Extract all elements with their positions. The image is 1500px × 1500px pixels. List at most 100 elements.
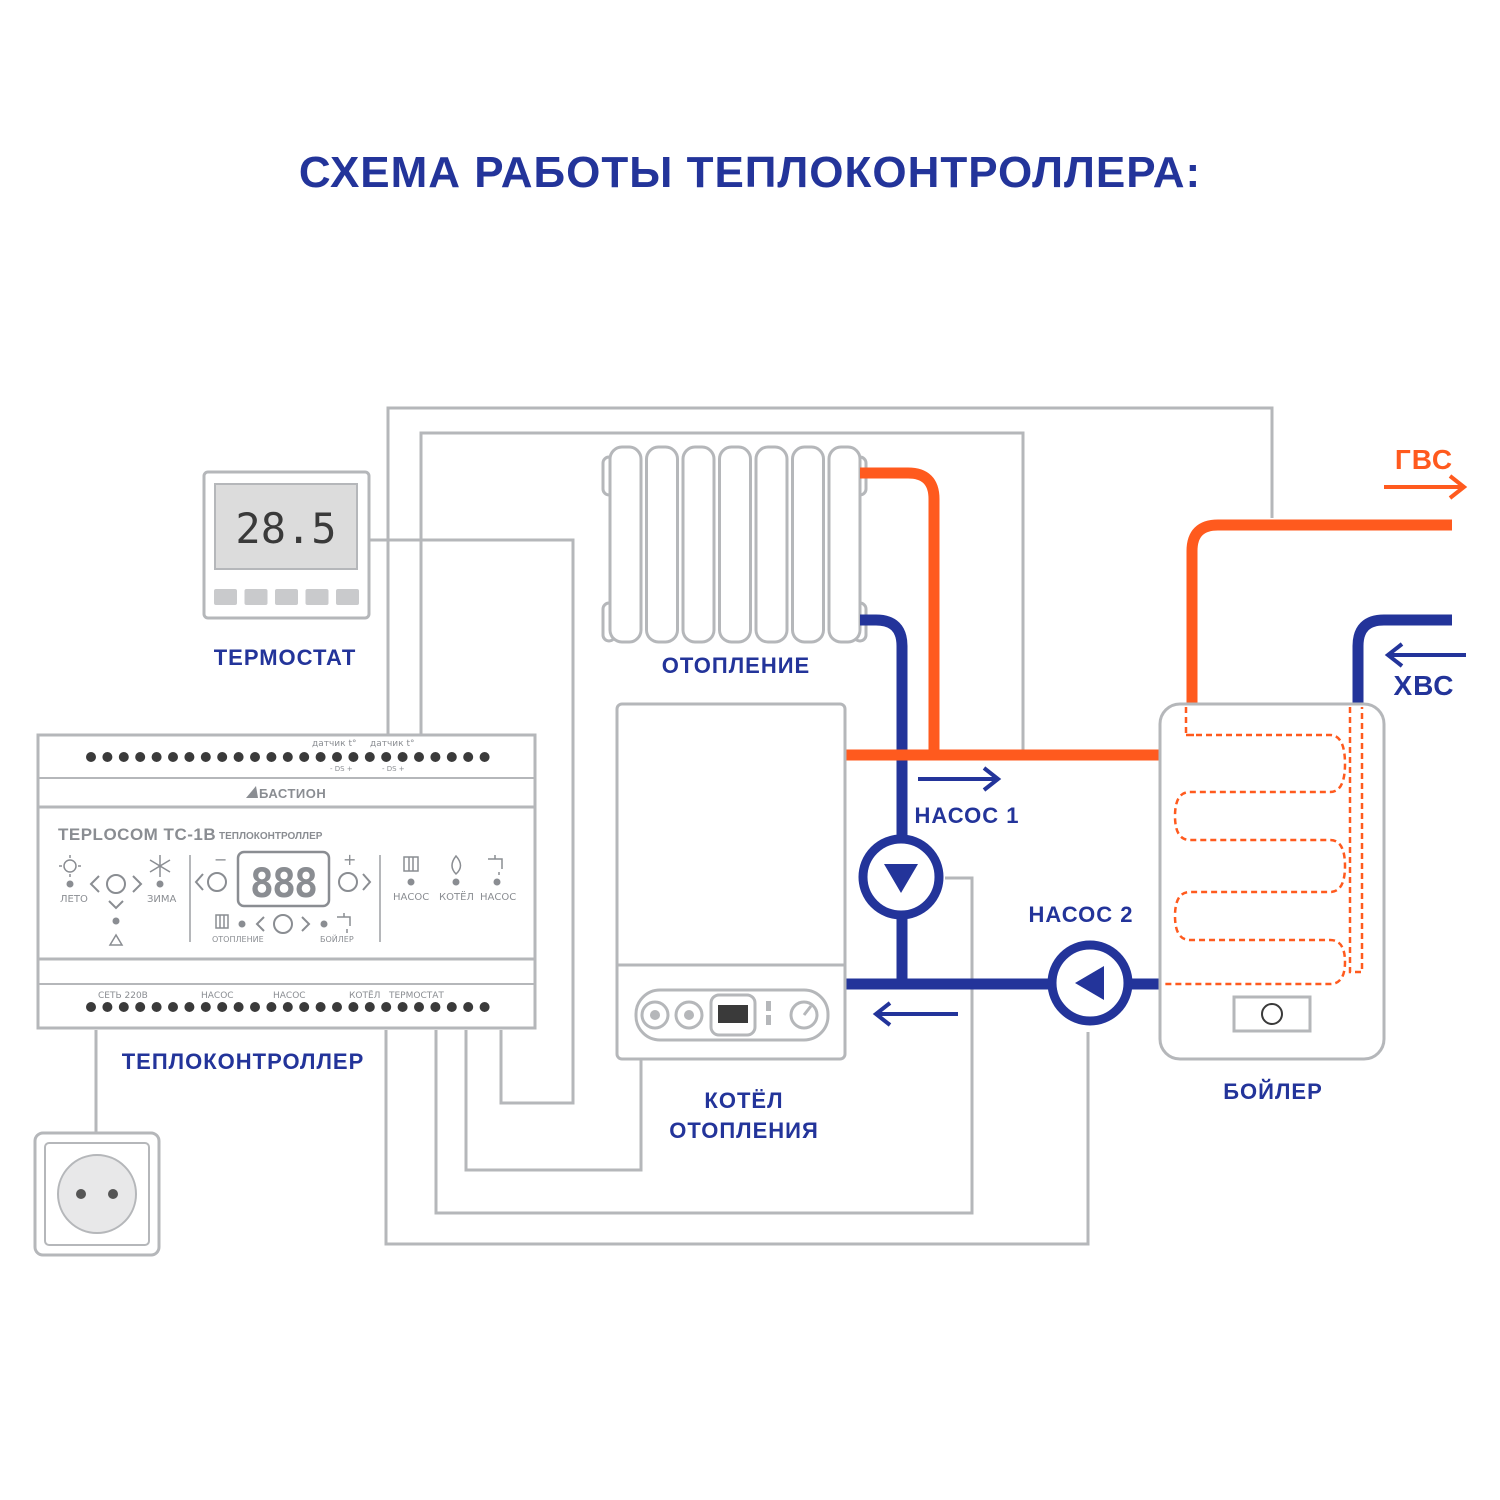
bottom-label-pump-1: НАСОС (201, 991, 234, 1001)
ds2-label: - DS + (382, 765, 405, 773)
plus-chevron-icon[interactable] (362, 873, 372, 891)
thermostat-button[interactable] (275, 589, 298, 605)
snowflake-icon (149, 855, 171, 877)
terminal-screw (414, 752, 424, 762)
terminal-screw (332, 752, 342, 762)
control-wires (94, 406, 1274, 1246)
warning-icon (108, 933, 124, 946)
controller-label: ТЕПЛОКОНТРОЛЛЕР (122, 1049, 365, 1074)
ds1-label: - DS + (330, 765, 353, 773)
minus-button[interactable] (207, 872, 227, 892)
terminal-screw (151, 1002, 162, 1012)
terminal-screw (463, 752, 474, 762)
center-right-chevron-icon[interactable] (301, 916, 311, 932)
terminal-screw (102, 1002, 113, 1012)
flame-icon (451, 854, 462, 876)
radiator-section (718, 445, 752, 644)
indicator-boiler: КОТЁЛ (439, 890, 474, 903)
heating-coil (1165, 707, 1347, 986)
radiator-section (754, 445, 789, 644)
terminal-screw (250, 752, 260, 762)
pump-2 (1047, 940, 1133, 1026)
pump-1 (858, 834, 944, 920)
mode-right-chevron-icon[interactable] (132, 875, 143, 893)
terminal-screw (364, 1002, 375, 1012)
mode-winter: ЗИМА (147, 894, 177, 905)
minus-label: − (214, 850, 227, 869)
center-left-chevron-icon[interactable] (255, 916, 265, 932)
controller-display (236, 850, 331, 908)
terminal-screw (397, 1002, 408, 1012)
flow-arrows (872, 474, 1468, 1027)
terminal-screw (102, 752, 113, 762)
hot-pipe-gvs (1186, 519, 1452, 707)
terminal-screw (233, 1002, 244, 1012)
terminal-screw (446, 752, 457, 762)
sensor2-label: датчик t° (370, 739, 414, 749)
water-heater-label: БОЙЛЕР (1223, 1079, 1323, 1104)
radiator-section (608, 445, 643, 644)
mode-left-chevron-icon[interactable] (89, 875, 100, 893)
indicator-pump-2: НАСОС (480, 892, 516, 903)
thermostat-button[interactable] (305, 589, 329, 605)
pipes (845, 467, 1452, 990)
thermostat-button[interactable] (214, 589, 237, 605)
heating-mode-label: ОТОПЛЕНИЕ (212, 935, 264, 944)
hot-pipe-radiator-supply (860, 467, 940, 755)
plus-button[interactable] (338, 872, 358, 892)
socket-icon (57, 1154, 137, 1234)
thermostat: 28.5 (202, 470, 371, 620)
mode-down-chevron-icon[interactable] (108, 900, 124, 910)
sun-icon (59, 855, 81, 877)
terminal-screw (348, 1002, 359, 1012)
mode-select-button[interactable] (106, 874, 126, 894)
terminal-screw (479, 1002, 490, 1012)
terminal-screw (446, 1002, 457, 1012)
terminals-bottom (86, 1002, 490, 1012)
brand-logo-icon (246, 786, 258, 798)
radiator-icon (403, 856, 419, 872)
arrow-return-left-icon (872, 1001, 958, 1027)
terminal-screw (135, 752, 146, 762)
radiator-section (791, 445, 825, 644)
radiator (601, 445, 868, 644)
arrow-supply-right-icon (918, 766, 1002, 792)
terminal-screw (200, 1002, 211, 1012)
wire-pump1 (434, 876, 974, 1215)
thermostat-label: ТЕРМОСТАТ (214, 645, 357, 670)
pump1-label: НАСОС 1 (915, 803, 1020, 828)
brand-name: БАСТИОН (259, 786, 326, 801)
mode-summer: ЛЕТО (60, 894, 88, 905)
thermostat-display: 28.5 (235, 504, 336, 553)
radiator-icon (215, 914, 229, 929)
terminal-screw (364, 752, 375, 762)
water-heater (1158, 702, 1386, 1061)
terminal-screw (381, 1002, 392, 1012)
wall-socket (33, 1131, 161, 1257)
terminal-screw (168, 752, 178, 762)
controller-display-value: 888 (250, 861, 316, 907)
cold-pipe-radiator-return (860, 614, 908, 984)
terminal-screw (233, 752, 244, 762)
thermostat-button[interactable] (336, 589, 359, 605)
arrow-gvs-out-icon (1384, 474, 1468, 500)
bottom-label-pump-2: НАСОС (273, 991, 306, 1001)
terminal-screw (315, 1002, 326, 1012)
heating-boiler-unit (615, 702, 847, 1061)
wire-pump2 (384, 1030, 1090, 1246)
terminal-screw (217, 752, 228, 762)
terminal-screw (397, 752, 408, 762)
bottom-label-mains: СЕТЬ 220В (98, 991, 148, 1001)
terminal-screw (381, 752, 392, 762)
terminal-screw (151, 752, 162, 762)
center-select-button[interactable] (273, 914, 293, 934)
pump-icon (1075, 966, 1104, 1000)
thermostat-button[interactable] (244, 589, 268, 605)
terminal-screw (463, 1002, 474, 1012)
minus-chevron-icon[interactable] (194, 873, 204, 891)
terminal-screw (299, 1002, 310, 1012)
cold-pipe-hvs (1352, 614, 1452, 707)
terminal-screw (266, 752, 277, 762)
terminal-screw (217, 1002, 228, 1012)
